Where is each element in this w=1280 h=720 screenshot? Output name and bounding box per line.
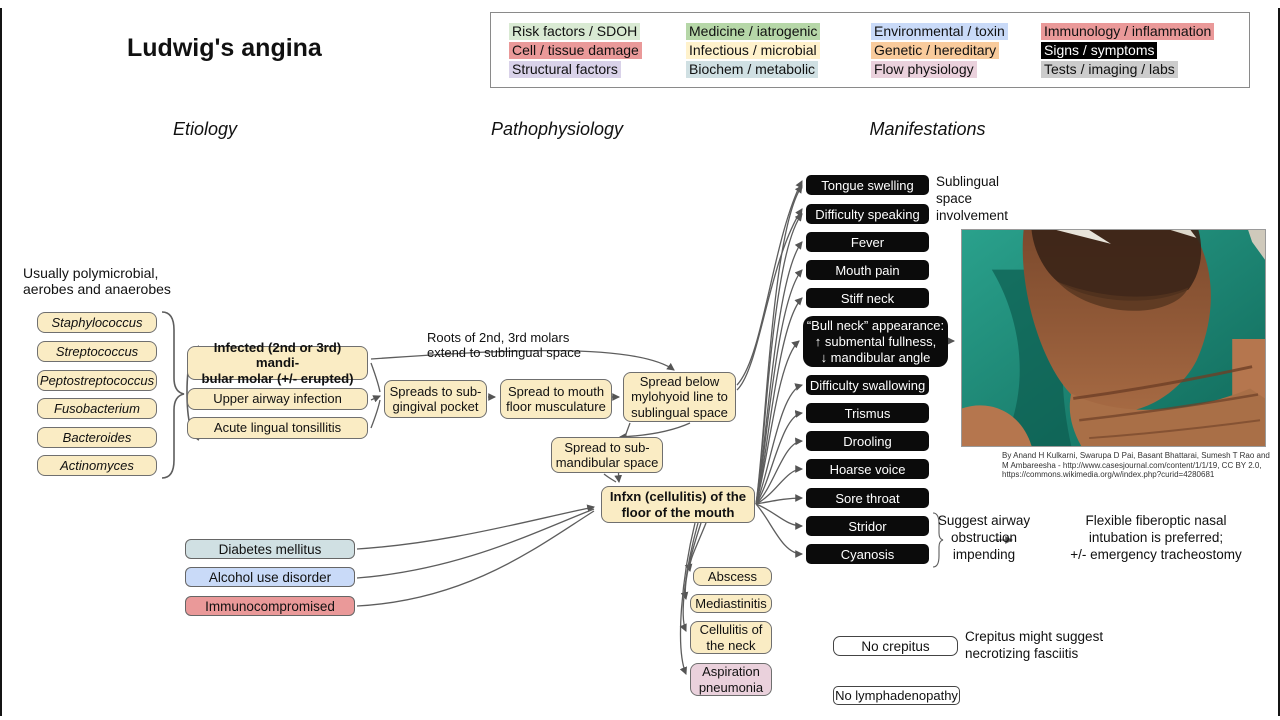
airway-management-note: Flexible fiberoptic nasal intubation is … xyxy=(1070,513,1242,562)
legend-item: Medicine / iatrogenic xyxy=(686,23,821,40)
sign-drooling: Drooling xyxy=(806,431,929,451)
central-infection-floor-of-mouth: Infxn (cellulitis) of the floor of the m… xyxy=(601,486,755,523)
bacteria-peptostreptococcus: Peptostreptococcus xyxy=(37,370,157,391)
sign-trismus: Trismus xyxy=(806,403,929,423)
sign-bull-neck: “Bull neck” appearance: ↑ submental full… xyxy=(803,316,948,367)
legend-item: Flow physiology xyxy=(871,61,977,78)
column-header-etiology: Etiology xyxy=(172,119,238,139)
bacteria-brace xyxy=(161,311,185,479)
sign-stiff-neck: Stiff neck xyxy=(806,288,929,308)
bacteria-bacteroides: Bacteroides xyxy=(37,427,157,448)
risk-alcohol-use-disorder: Alcohol use disorder xyxy=(185,567,355,587)
legend-item: Cell / tissue damage xyxy=(509,42,642,59)
bacteria-streptococcus: Streptococcus xyxy=(37,341,157,362)
no-crepitus-box: No crepitus xyxy=(833,636,958,656)
complication-abscess: Abscess xyxy=(693,567,772,586)
sign-tongue-swelling: Tongue swelling xyxy=(806,175,929,195)
clinical-photo xyxy=(961,229,1266,447)
step-submandibular-space: Spread to sub- mandibular space xyxy=(551,437,663,473)
bacteria-staphylococcus: Staphylococcus xyxy=(37,312,157,333)
legend-item: Signs / symptoms xyxy=(1041,42,1158,59)
crepitus-note: Crepitus might suggest necrotizing fasci… xyxy=(965,629,1104,661)
sublingual-involvement-note: Sublingual space involvement xyxy=(936,174,1009,223)
no-lymphadenopathy-box: No lymphadenopathy xyxy=(833,686,960,705)
risk-immunocompromised: Immunocompromised xyxy=(185,596,355,616)
bacteria-fusobacterium: Fusobacterium xyxy=(37,398,157,419)
legend-item: Structural factors xyxy=(509,61,621,78)
complication-aspiration-pneumonia: Aspiration pneumonia xyxy=(690,663,772,696)
source-upper-airway-infection: Upper airway infection xyxy=(187,388,368,410)
legend-item: Risk factors / SDOH xyxy=(509,23,641,40)
sign-sore-throat: Sore throat xyxy=(806,488,929,508)
sign-hoarse-voice: Hoarse voice xyxy=(806,459,929,479)
bacteria-actinomyces: Actinomyces xyxy=(37,455,157,476)
photo-attribution: By Anand H Kulkarni, Swarupa D Pai, Basa… xyxy=(1002,451,1270,479)
sign-mouth-pain: Mouth pain xyxy=(806,260,929,280)
sign-fever: Fever xyxy=(806,232,929,252)
legend-item: Biochem / metabolic xyxy=(686,61,819,78)
source-lingual-tonsillitis: Acute lingual tonsillitis xyxy=(187,417,368,439)
legend-item: Environmental / toxin xyxy=(871,23,1008,40)
airway-obstruction-note: Suggest airway obstruction impending xyxy=(937,513,1031,562)
step-below-mylohyoid: Spread below mylohyoid line to sublingua… xyxy=(623,372,736,422)
step-mouth-floor-musculature: Spread to mouth floor musculature xyxy=(500,379,612,419)
complication-mediastinitis: Mediastinitis xyxy=(690,594,772,613)
legend-item: Infectious / microbial xyxy=(686,42,820,59)
sign-difficulty-speaking: Difficulty speaking xyxy=(806,204,929,224)
legend-item: Tests / imaging / labs xyxy=(1041,61,1178,78)
legend-item: Immunology / inflammation xyxy=(1041,23,1215,40)
sign-stridor: Stridor xyxy=(806,516,929,536)
complication-cellulitis-neck: Cellulitis of the neck xyxy=(690,621,772,654)
polymicrobial-note: Usually polymicrobial, aerobes and anaer… xyxy=(23,265,171,297)
sign-cyanosis: Cyanosis xyxy=(806,544,929,564)
legend: Risk factors / SDOH Cell / tissue damage… xyxy=(490,12,1250,88)
sign-difficulty-swallowing: Difficulty swallowing xyxy=(806,375,929,395)
right-edge-bar xyxy=(1278,8,1280,716)
step-subgingival-pocket: Spreads to sub- gingival pocket xyxy=(384,380,487,418)
source-mandibular-molar: Infected (2nd or 3rd) mandi- bular molar… xyxy=(187,340,368,386)
legend-item: Genetic / hereditary xyxy=(871,42,1000,59)
molar-roots-note: Roots of 2nd, 3rd molars extend to subli… xyxy=(427,330,581,360)
column-header-manifestations: Manifestations xyxy=(869,119,986,139)
page-title: Ludwig's angina xyxy=(127,34,322,62)
left-edge-bar xyxy=(0,8,2,716)
risk-diabetes-mellitus: Diabetes mellitus xyxy=(185,539,355,559)
column-header-pathophysiology: Pathophysiology xyxy=(490,119,624,139)
